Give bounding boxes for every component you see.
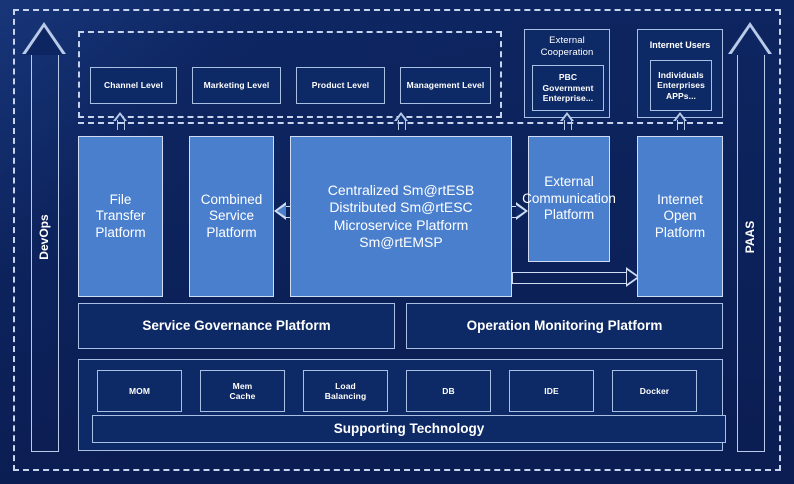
platform-external-communication-line2: Communication	[522, 190, 616, 206]
devops-band-arrow: DevOps	[22, 22, 66, 452]
service-governance-platform-label: Service Governance Platform	[142, 317, 331, 333]
external-cooperation-title-line1: External	[549, 35, 585, 47]
business-level-marketing-label: Marketing Level	[203, 80, 270, 91]
platform-internet-open-line3: Platform	[654, 224, 706, 240]
platform-file-transfer-line3: Platform	[95, 224, 146, 240]
platform-internet-open-line2: Open	[663, 208, 697, 224]
paas-arrow-shaft	[737, 53, 765, 452]
platform-file-transfer-line1: File	[109, 191, 132, 207]
operation-monitoring-platform-label: Operation Monitoring Platform	[466, 317, 663, 333]
external-cooperation-inner: PBC Government Enterprise...	[532, 65, 604, 111]
supporting-item-db-line1: DB	[442, 385, 455, 396]
platform-internet-open-line1: Internet	[657, 191, 703, 207]
supporting-technology-banner: Supporting Technology	[92, 415, 726, 443]
devops-arrow-head-fill	[25, 26, 63, 55]
platform-combined-service-line1: Combined	[200, 191, 263, 207]
service-governance-platform[interactable]: Service Governance Platform	[78, 303, 395, 349]
arrow-external-communication-to-internet-open	[512, 267, 640, 287]
platform-external-communication[interactable]: External Communication Platform	[522, 136, 616, 262]
business-level-management-label: Management Level	[406, 80, 485, 91]
uparrow-external-cooperation-connector	[560, 112, 574, 130]
platform-group-dashed-separator	[78, 122, 723, 124]
outer-dashed-frame	[13, 9, 781, 471]
internet-users-inner-line2: Enterprises	[657, 80, 705, 91]
uparrow-channel-connector	[113, 112, 127, 130]
supporting-item-mom[interactable]: MOM	[97, 370, 182, 412]
internet-users-inner-line3: APPs...	[666, 90, 696, 101]
external-cooperation-title: External Cooperation	[525, 30, 609, 61]
devops-arrow-shaft	[31, 53, 59, 452]
platform-core-bus-line1: Centralized Sm@rtESB	[327, 182, 475, 199]
supporting-item-mom-line1: MOM	[128, 385, 151, 396]
external-cooperation-title-line2: Cooperation	[540, 47, 594, 58]
supporting-item-db[interactable]: DB	[406, 370, 491, 412]
supporting-item-load-balancing[interactable]: Load Balancing	[303, 370, 388, 412]
business-level-product-label: Product Level	[311, 80, 370, 91]
business-levels-group	[78, 31, 502, 118]
internet-users-inner: Individuals Enterprises APPs...	[650, 60, 712, 111]
platform-core-bus-line2: Distributed Sm@rtESC	[329, 199, 473, 216]
platform-core-bus[interactable]: Centralized Sm@rtESB Distributed Sm@rtES…	[290, 136, 512, 297]
platform-file-transfer[interactable]: File Transfer Platform	[78, 136, 163, 297]
supporting-item-docker-line1: Docker	[639, 385, 670, 396]
external-cooperation-inner-line1: PBC Government	[542, 72, 594, 93]
external-cooperation-box[interactable]: External Cooperation PBC Government Ente…	[524, 29, 610, 118]
supporting-item-docker[interactable]: Docker	[612, 370, 697, 412]
platform-combined-service-line3: Platform	[206, 224, 257, 240]
internet-users-box[interactable]: Internet Users Individuals Enterprises A…	[637, 29, 723, 118]
uparrow-internet-users-connector	[673, 112, 687, 130]
business-level-marketing[interactable]: Marketing Level	[192, 67, 281, 104]
platform-core-bus-line3: Microservice Platform Sm@rtEMSP	[333, 216, 469, 250]
business-level-product[interactable]: Product Level	[296, 67, 385, 104]
supporting-item-ide[interactable]: IDE	[509, 370, 594, 412]
supporting-item-load-balancing-line1: Load	[335, 380, 356, 391]
supporting-technology-banner-label: Supporting Technology	[333, 420, 485, 436]
business-level-management[interactable]: Management Level	[400, 67, 491, 104]
arrow-core-to-combined	[274, 202, 290, 220]
platform-internet-open[interactable]: Internet Open Platform	[637, 136, 723, 297]
business-level-channel-label: Channel Level	[104, 80, 163, 91]
paas-arrow-head-fill	[731, 26, 769, 55]
supporting-item-load-balancing-line2: Balancing	[324, 391, 367, 401]
supporting-item-mem-cache-line2: Cache	[229, 391, 256, 401]
internet-users-inner-line1: Individuals	[658, 69, 704, 80]
external-cooperation-inner-line2: Enterprise...	[542, 93, 594, 104]
supporting-item-ide-line1: IDE	[544, 385, 559, 396]
internet-users-title: Internet Users	[638, 30, 722, 56]
platform-external-communication-line1: External	[544, 174, 594, 190]
supporting-item-mem-cache-line1: Mem	[232, 380, 253, 391]
uparrow-management-connector	[394, 112, 408, 130]
arrow-core-to-external-communication	[512, 202, 528, 220]
paas-band-arrow: PAAS	[728, 22, 772, 452]
paas-label: PAAS	[743, 220, 757, 254]
internet-users-title-label: Internet Users	[649, 39, 711, 50]
platform-external-communication-line3: Platform	[543, 207, 595, 223]
platform-combined-service-line2: Service	[208, 208, 254, 224]
devops-label: DevOps	[37, 214, 51, 260]
business-level-channel[interactable]: Channel Level	[90, 67, 177, 104]
platform-file-transfer-line2: Transfer	[95, 208, 146, 224]
supporting-item-mem-cache[interactable]: Mem Cache	[200, 370, 285, 412]
platform-combined-service[interactable]: Combined Service Platform	[189, 136, 274, 297]
operation-monitoring-platform[interactable]: Operation Monitoring Platform	[406, 303, 723, 349]
